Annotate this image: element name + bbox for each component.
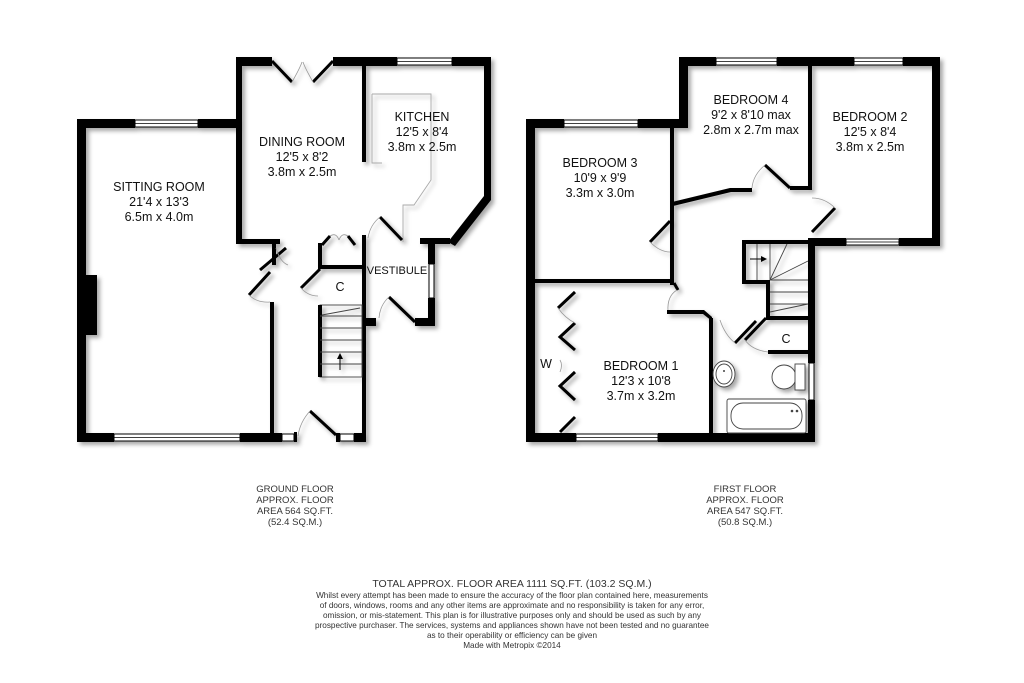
room-dims-imperial: 12'5 x 8'4 — [844, 125, 897, 139]
room-dims-metric: 6.5m x 4.0m — [125, 210, 194, 224]
window — [428, 263, 435, 299]
ground-floor-plan — [77, 57, 491, 442]
fireplace — [84, 275, 97, 335]
credit: Made with Metropix ©2014 — [463, 641, 561, 650]
room-dims-imperial: 21'4 x 13'3 — [129, 195, 189, 209]
floor-area-sqft: AREA 564 SQ.FT. — [256, 506, 334, 517]
first-floor-area-info: FIRST FLOOR APPROX. FLOOR AREA 547 SQ.FT… — [670, 484, 820, 528]
footer: TOTAL APPROX. FLOOR AREA 1111 SQ.FT. (10… — [250, 578, 774, 651]
room-dims-imperial: 12'5 x 8'4 — [396, 125, 449, 139]
room-dims-metric: 3.8m x 2.5m — [268, 165, 337, 179]
floor-area-caption: APPROX. FLOOR — [256, 495, 334, 506]
room-dims-metric: 2.8m x 2.7m max — [703, 123, 800, 137]
room-name: BEDROOM 1 — [603, 359, 678, 373]
floor-area-sqm: (50.8 SQ.M.) — [717, 517, 773, 528]
room-name: BEDROOM 2 — [832, 110, 907, 124]
toilet — [771, 364, 797, 390]
room-name: BEDROOM 3 — [562, 156, 637, 170]
room-name: BEDROOM 4 — [713, 93, 788, 107]
room-name: DINING ROOM — [259, 135, 345, 149]
room-name: VESTIBULE — [367, 265, 428, 277]
window — [281, 433, 295, 442]
disclaimer-line: Whilst every attempt has been made to en… — [316, 591, 708, 600]
floor-area-sqm: (52.4 SQ.M.) — [267, 517, 323, 528]
ground-floor-area-info: GROUND FLOOR APPROX. FLOOR AREA 564 SQ.F… — [220, 484, 370, 528]
room-dims-metric: 3.7m x 3.2m — [607, 389, 676, 403]
room-dims-metric: 3.3m x 3.0m — [566, 186, 635, 200]
room-dims-imperial: 12'3 x 10'8 — [611, 374, 671, 388]
room-dims-metric: 3.8m x 2.5m — [836, 140, 905, 154]
room-name: W — [540, 357, 552, 371]
room-dims-imperial: 12'5 x 8'2 — [276, 150, 329, 164]
room-dims-imperial: 10'9 x 9'9 — [574, 171, 627, 185]
room-name: SITTING ROOM — [113, 180, 205, 194]
total-floor-area: TOTAL APPROX. FLOOR AREA 1111 SQ.FT. (10… — [372, 578, 652, 590]
room-name: KITCHEN — [395, 110, 450, 124]
disclaimer-line: as to their operability or efficiency ca… — [426, 631, 598, 640]
room-dims-metric: 3.8m x 2.5m — [388, 140, 457, 154]
window — [808, 362, 815, 401]
first-floor-plan — [526, 57, 940, 442]
room-dims-imperial: 9'2 x 8'10 max — [711, 108, 792, 122]
stair-arrow — [761, 256, 767, 262]
floor-area-sqft: AREA 547 SQ.FT. — [706, 506, 784, 517]
room-name: C — [335, 280, 344, 294]
window — [339, 433, 355, 442]
disclaimer-line: of doors, windows, rooms and any other i… — [319, 601, 705, 610]
stair-up-arrow — [337, 353, 343, 359]
floor-name: GROUND FLOOR — [256, 484, 334, 495]
floor-area-caption: APPROX. FLOOR — [706, 495, 784, 506]
floor-name: FIRST FLOOR — [713, 484, 777, 495]
room-name: C — [781, 332, 790, 346]
disclaimer-line: prospective purchaser. The services, sys… — [314, 621, 709, 630]
disclaimer-line: omission, or mis-statement. This plan is… — [322, 611, 702, 620]
